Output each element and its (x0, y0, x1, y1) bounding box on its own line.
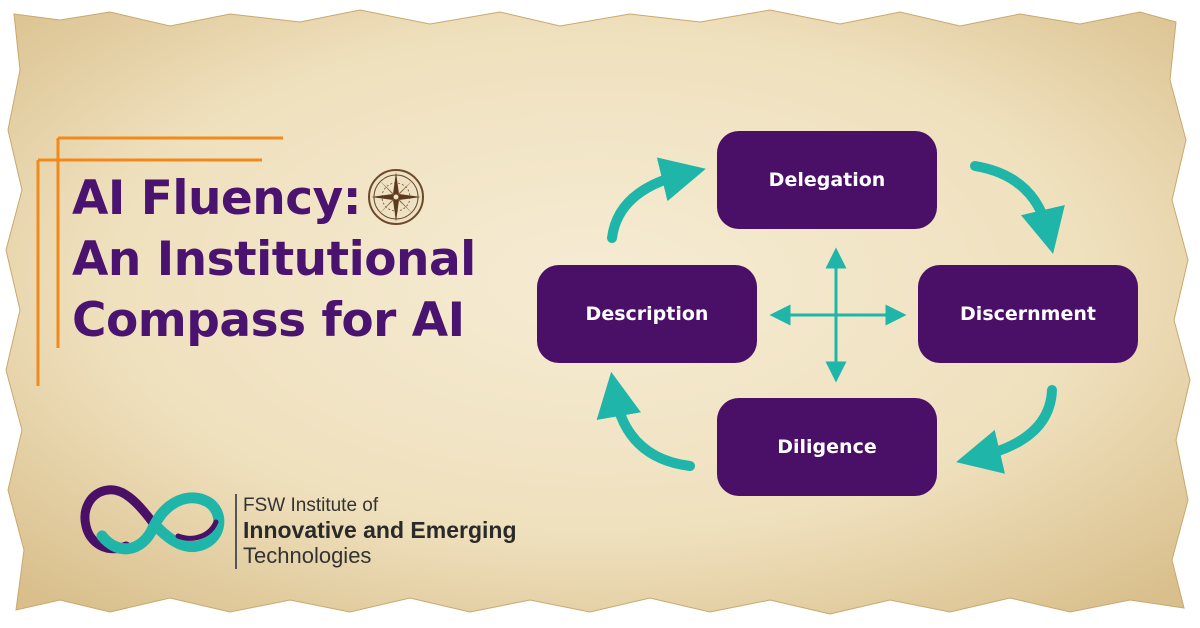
organization-line-1: FSW Institute of (243, 495, 379, 516)
organization-name: FSW Institute of Innovative and Emerging… (235, 494, 517, 569)
accent-lines (36, 136, 283, 386)
cycle-arrow-top-to-right (970, 161, 1065, 254)
node-discernment: Discernment (918, 265, 1138, 363)
cycle-arrow-bottom-to-left (596, 371, 695, 471)
node-description-label: Description (585, 303, 709, 325)
infinity-logo (80, 485, 225, 555)
title-line-3: Compass for AI (72, 293, 465, 348)
node-description: Description (537, 265, 757, 363)
title-line-2: An Institutional (72, 232, 476, 287)
node-diligence-label: Diligence (777, 436, 877, 458)
cycle-arrow-right-to-bottom (956, 385, 1057, 474)
node-diligence: Diligence (717, 398, 937, 496)
node-discernment-label: Discernment (960, 303, 1096, 325)
node-delegation-label: Delegation (768, 169, 886, 191)
cycle-arrow-left-to-top (607, 157, 706, 243)
page-title: AI Fluency: An Institutional Compass for… (72, 168, 476, 351)
organization-line-3: Technologies (243, 543, 372, 568)
title-line-1: AI Fluency: (72, 168, 476, 229)
organization-line-2: Innovative and Emerging (243, 517, 517, 543)
compass-rose-icon (368, 169, 425, 225)
node-delegation: Delegation (717, 131, 937, 229)
title-line-1-text: AI Fluency: (72, 171, 362, 226)
